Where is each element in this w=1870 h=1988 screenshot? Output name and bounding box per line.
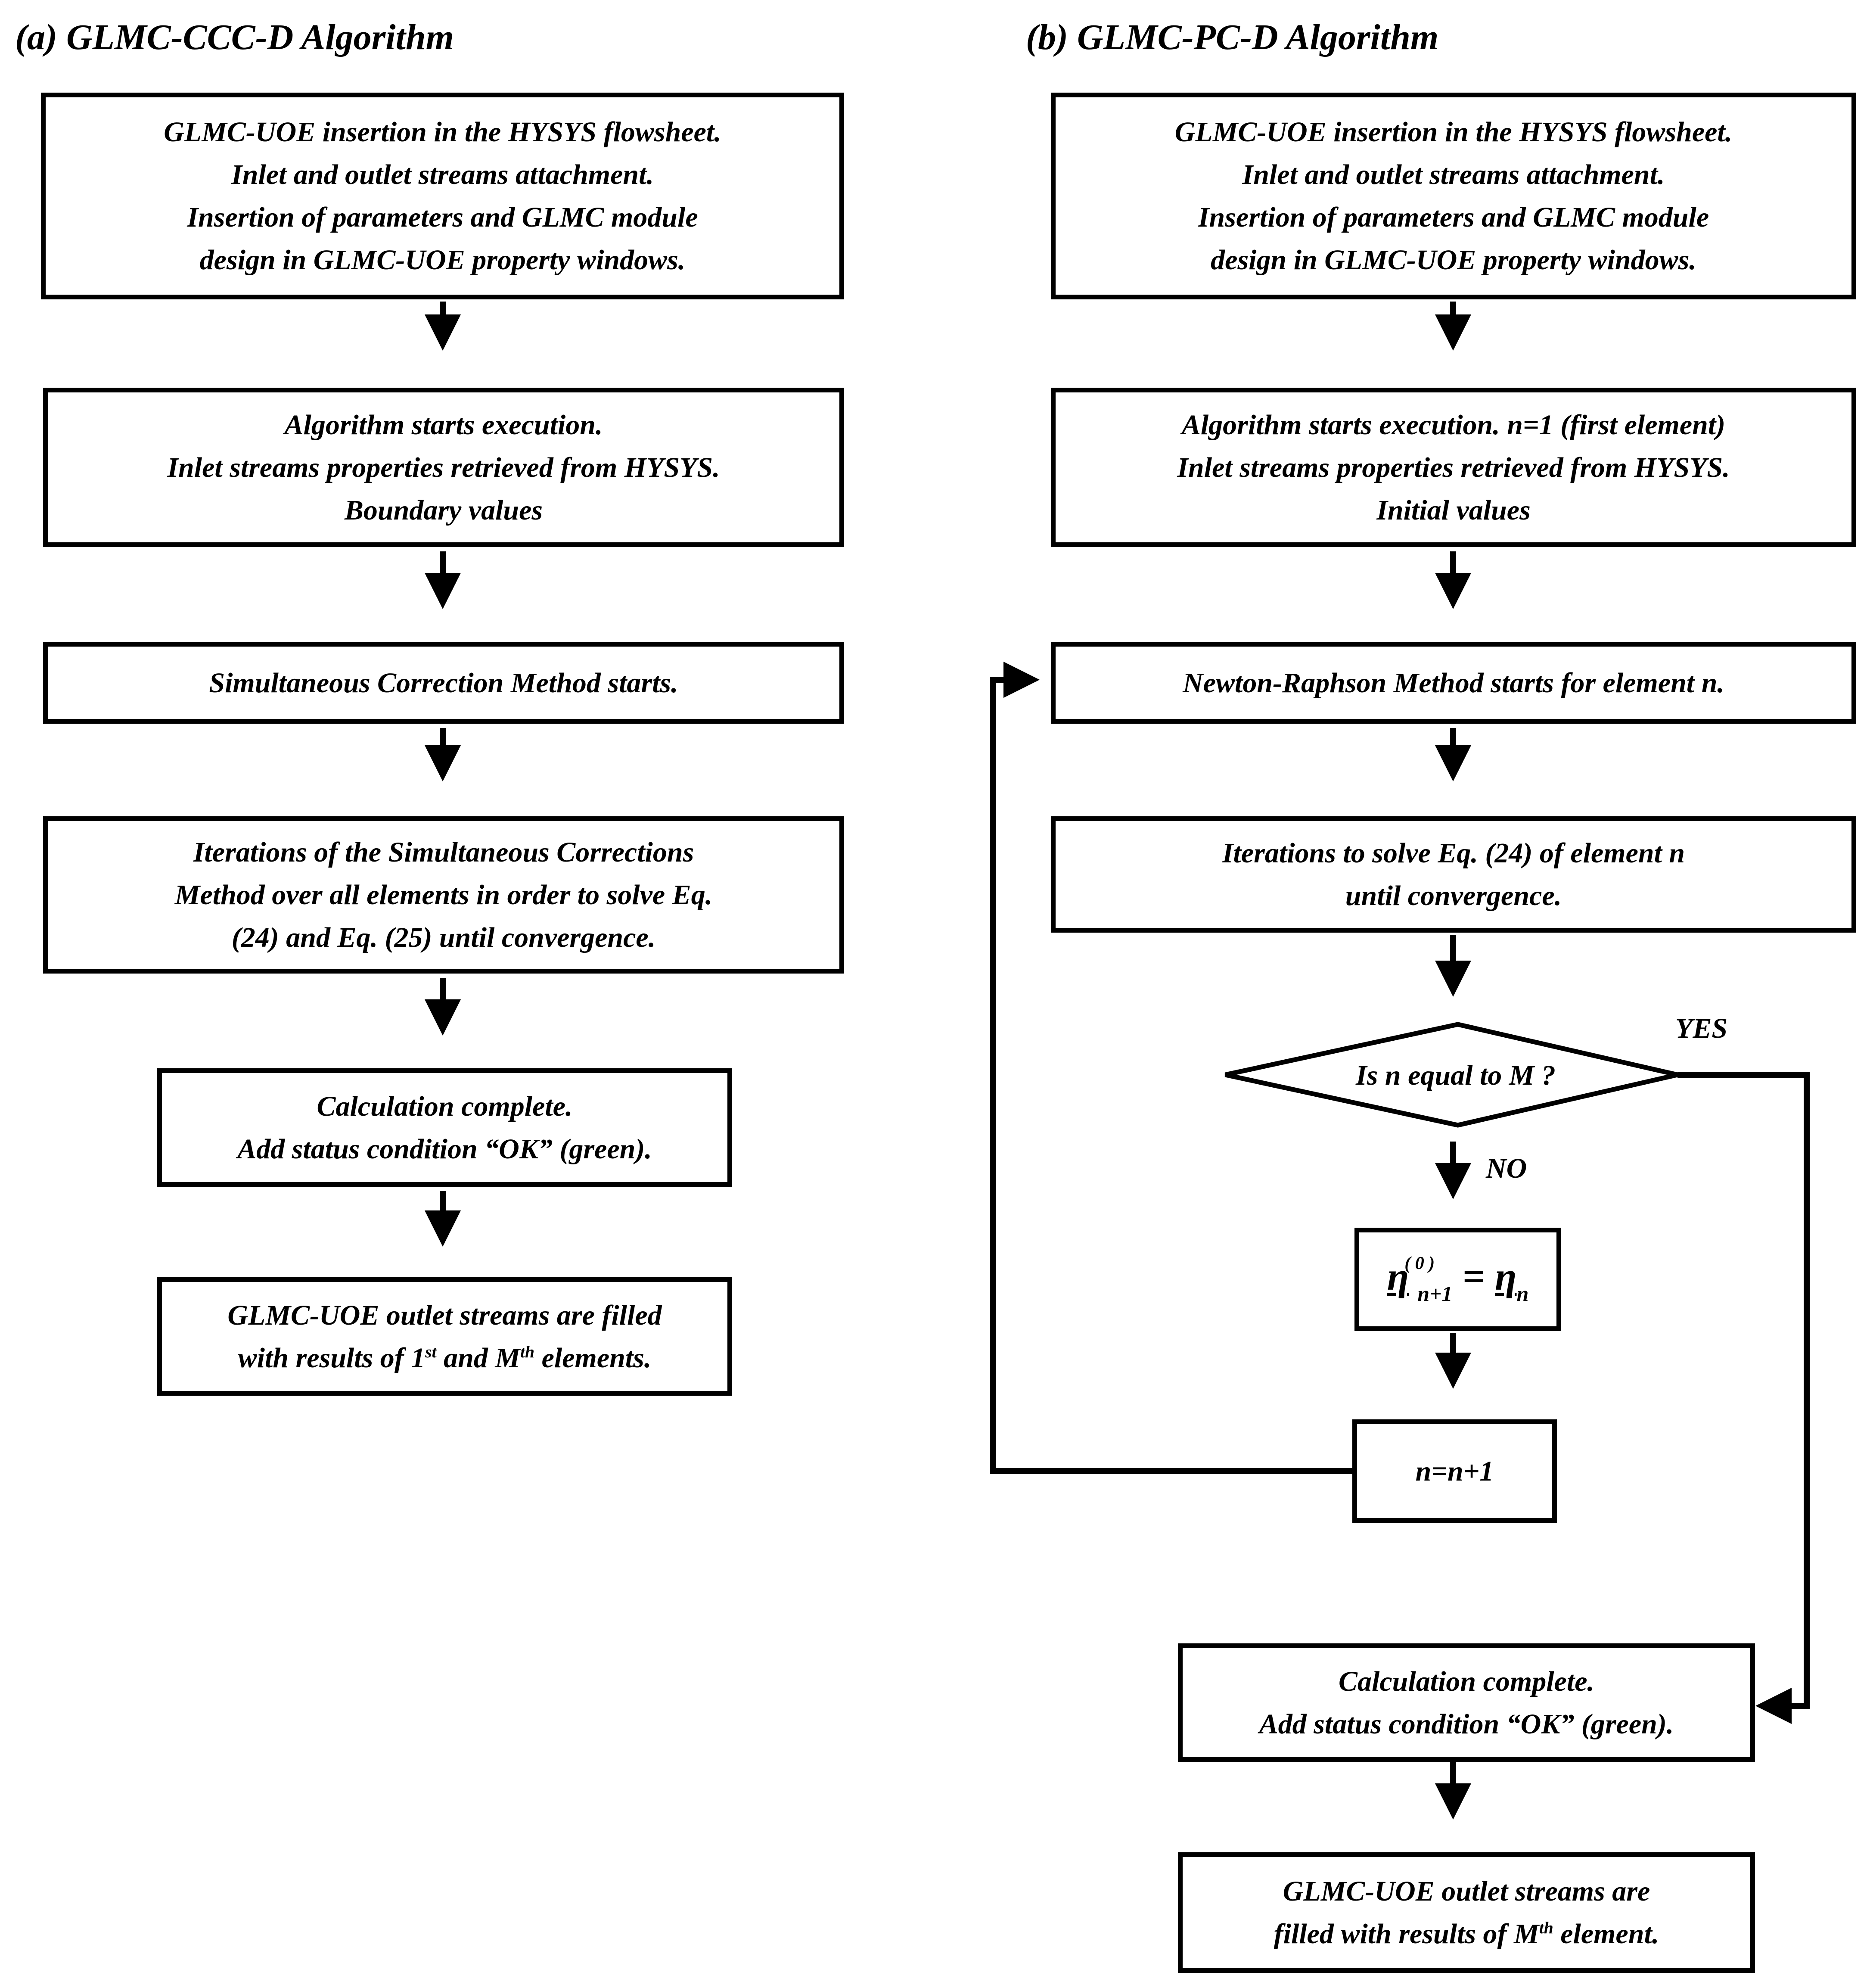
- b-box-execution: Algorithm starts execution. n=1 (first e…: [1051, 388, 1856, 547]
- b-box-execution-line1: Algorithm starts execution. n=1 (first e…: [1181, 409, 1726, 441]
- decision-text: Is n equal to M ?: [1356, 1060, 1556, 1091]
- b-box-newton-start-line1: Newton-Raphson Method starts for element…: [1183, 667, 1724, 699]
- b-box-outlet-line2: filled with results of Mth element.: [1274, 1918, 1659, 1950]
- a-box-insertion-line1: GLMC-UOE insertion in the HYSYS flowshee…: [164, 116, 721, 148]
- panel-b-title: (b) GLMC-PC-D Algorithm: [1026, 17, 1439, 57]
- a-box-iterations-line1: Iterations of the Simultaneous Correctio…: [193, 837, 694, 868]
- initial-guess-equation: η( 0 )n+1 = ηn: [1387, 1254, 1529, 1306]
- a-box-method-start-line1: Simultaneous Correction Method starts.: [209, 667, 678, 699]
- b-box-outlet: GLMC-UOE outlet streams are filled with …: [1178, 1852, 1755, 1973]
- decision-diamond: [1224, 1022, 1678, 1128]
- a-box-outlet-line1: GLMC-UOE outlet streams are filled: [227, 1299, 662, 1331]
- a-box-insertion-line2: Inlet and outlet streams attachment.: [231, 159, 654, 190]
- b-box-complete: Calculation complete. Add status conditi…: [1178, 1643, 1755, 1762]
- a-box-execution: Algorithm starts execution. Inlet stream…: [43, 388, 844, 547]
- a-box-outlet: GLMC-UOE outlet streams are filled with …: [157, 1277, 732, 1396]
- loop-back-connector: [990, 662, 1352, 1474]
- a-box-outlet-line2: with results of 1st and Mth elements.: [238, 1342, 652, 1374]
- a-box-method-start: Simultaneous Correction Method starts.: [43, 642, 844, 724]
- b-box-complete-line1: Calculation complete.: [1339, 1665, 1594, 1697]
- b-box-complete-line2: Add status condition “OK” (green).: [1259, 1708, 1674, 1740]
- a-box-insertion: GLMC-UOE insertion in the HYSYS flowshee…: [41, 93, 844, 299]
- a-box-complete-line2: Add status condition “OK” (green).: [237, 1133, 652, 1165]
- a-box-execution-line3: Boundary values: [344, 494, 543, 526]
- b-box-insertion-line2: Inlet and outlet streams attachment.: [1242, 159, 1665, 190]
- a-box-iterations-line2: Method over all elements in order to sol…: [174, 879, 713, 911]
- b-box-newton-start: Newton-Raphson Method starts for element…: [1051, 642, 1856, 724]
- a-box-complete-line1: Calculation complete.: [317, 1090, 573, 1122]
- yes-label: YES: [1675, 1013, 1728, 1044]
- a-box-complete: Calculation complete. Add status conditi…: [157, 1068, 732, 1187]
- b-box-increment-text: n=n+1: [1415, 1455, 1494, 1487]
- b-box-iterations-line2: until convergence.: [1345, 880, 1562, 912]
- b-box-equation: η( 0 )n+1 = ηn: [1354, 1228, 1561, 1331]
- b-box-insertion-line4: design in GLMC-UOE property windows.: [1211, 244, 1696, 276]
- a-box-iterations-line3: (24) and Eq. (25) until convergence.: [231, 922, 656, 953]
- b-box-increment: n=n+1: [1352, 1419, 1557, 1523]
- b-box-insertion: GLMC-UOE insertion in the HYSYS flowshee…: [1051, 93, 1856, 299]
- a-box-insertion-line4: design in GLMC-UOE property windows.: [199, 244, 686, 276]
- a-box-execution-line2: Inlet streams properties retrieved from …: [167, 451, 720, 483]
- yes-connector: [1677, 1072, 1810, 1724]
- b-box-iterations-line1: Iterations to solve Eq. (24) of element …: [1222, 837, 1685, 869]
- b-box-execution-line2: Inlet streams properties retrieved from …: [1177, 451, 1730, 483]
- a-box-insertion-line3: Insertion of parameters and GLMC module: [187, 202, 698, 233]
- a-box-iterations: Iterations of the Simultaneous Correctio…: [43, 816, 844, 974]
- b-box-insertion-line3: Insertion of parameters and GLMC module: [1198, 202, 1709, 233]
- no-label: NO: [1486, 1153, 1527, 1184]
- a-box-execution-line1: Algorithm starts execution.: [284, 409, 603, 441]
- b-box-insertion-line1: GLMC-UOE insertion in the HYSYS flowshee…: [1174, 116, 1733, 148]
- b-box-execution-line3: Initial values: [1376, 494, 1531, 526]
- b-box-outlet-line1: GLMC-UOE outlet streams are: [1283, 1876, 1650, 1907]
- b-box-iterations: Iterations to solve Eq. (24) of element …: [1051, 816, 1856, 933]
- panel-a-title: (a) GLMC-CCC-D Algorithm: [15, 17, 454, 57]
